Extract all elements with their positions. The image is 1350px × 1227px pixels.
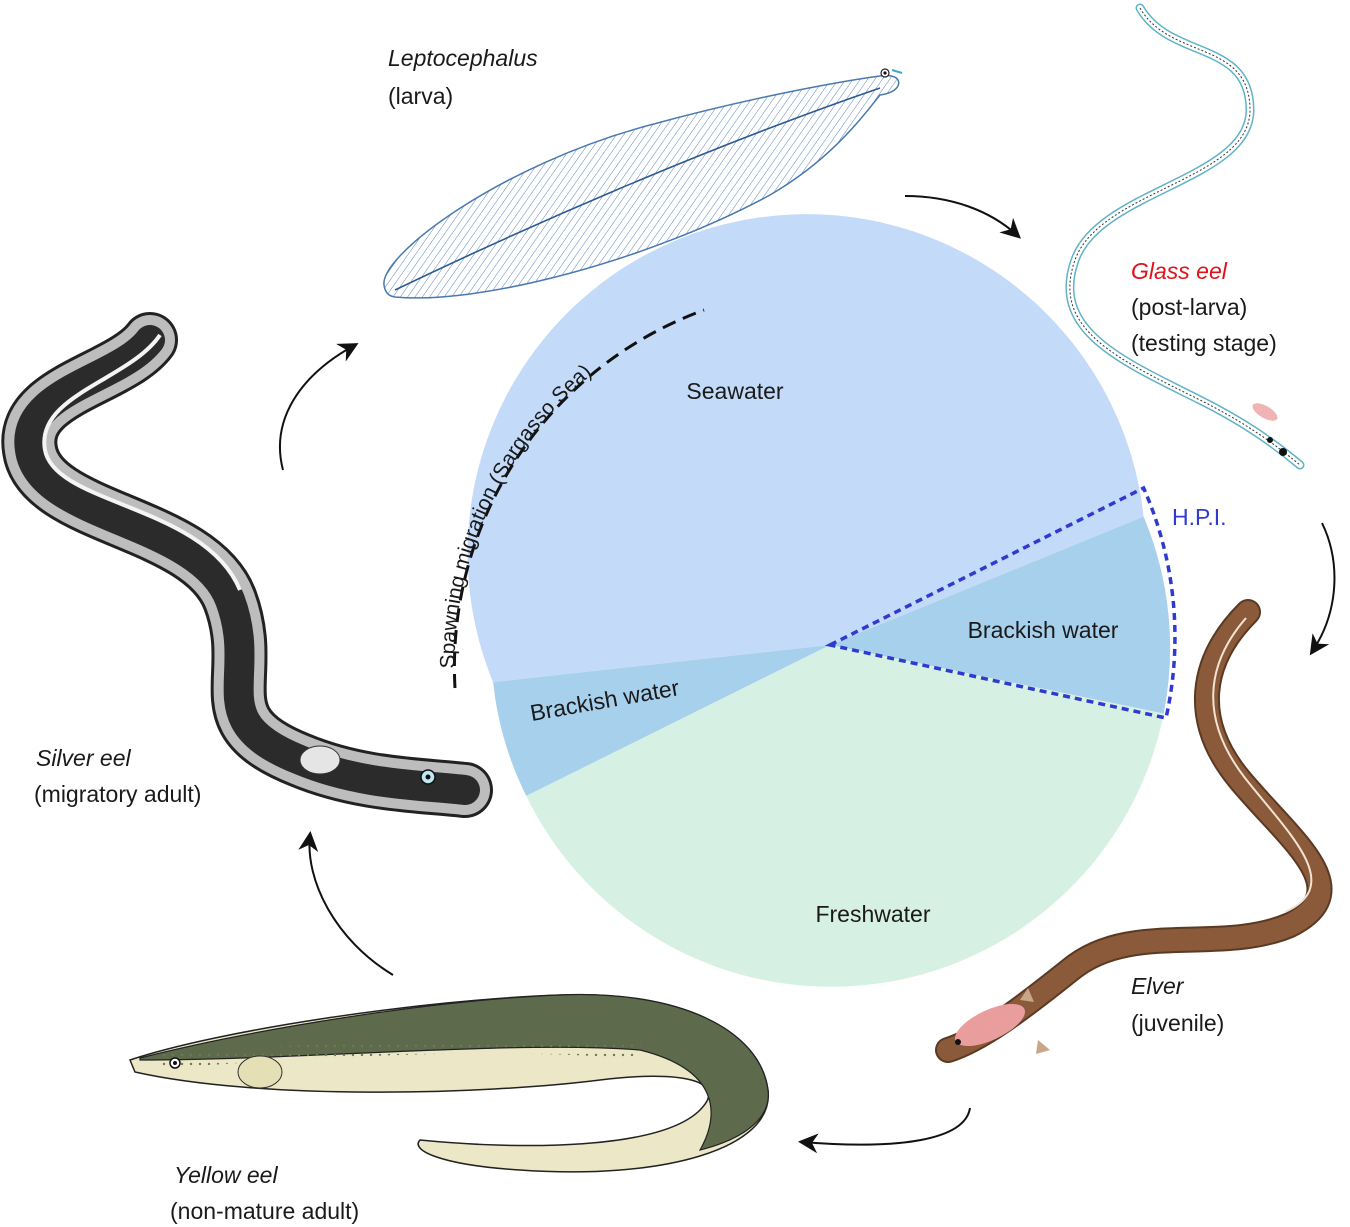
yellow-eel-name: Yellow eel <box>174 1162 278 1188</box>
arrow-elver-to-yellow <box>798 1107 971 1154</box>
brackish-right-label: Brackish water <box>968 617 1119 643</box>
migration-dashed-arc <box>452 308 705 689</box>
freshwater-sector <box>526 645 1164 987</box>
glass-eel-name: Glass eel <box>1131 258 1228 284</box>
arrow-larva-to-glass <box>904 195 1021 239</box>
arrow-glass-to-elver <box>1309 522 1336 656</box>
hpi-label: H.P.I. <box>1172 504 1227 530</box>
glass-eel-desc-1: (post-larva) <box>1131 294 1247 320</box>
elver-desc: (juvenile) <box>1131 1010 1224 1036</box>
yellow-eel-illustration <box>128 993 769 1173</box>
leptocephalus-name: Leptocephalus <box>388 45 538 71</box>
silver-eel-name: Silver eel <box>36 745 131 771</box>
elver-name: Elver <box>1131 973 1185 999</box>
leptocephalus-desc: (larva) <box>388 83 453 109</box>
brackish-right-sector <box>830 516 1171 714</box>
glass-eel-illustration <box>1065 3 1305 470</box>
habitat-pie: Seawater Brackish water Brackish water F… <box>467 214 1227 987</box>
arrow-silver-to-larva <box>278 343 359 471</box>
leptocephalus-illustration <box>383 68 903 299</box>
yellow-eel-desc: (non-mature adult) <box>170 1198 359 1224</box>
seawater-label: Seawater <box>686 378 784 404</box>
stage-labels: Leptocephalus (larva) Glass eel (post-la… <box>34 45 1277 1224</box>
hpi-outline <box>824 485 1177 721</box>
arrow-yellow-to-silver <box>298 831 394 976</box>
elver-illustration <box>935 599 1333 1063</box>
glass-eel-desc-2: (testing stage) <box>1131 330 1277 356</box>
cycle-arrows <box>278 195 1336 1154</box>
freshwater-label: Freshwater <box>815 901 930 927</box>
silver-eel-desc: (migratory adult) <box>34 781 201 807</box>
seawater-sector <box>467 214 1144 683</box>
silver-eel-illustration <box>1 312 493 818</box>
brackish-left-sector <box>493 645 830 796</box>
